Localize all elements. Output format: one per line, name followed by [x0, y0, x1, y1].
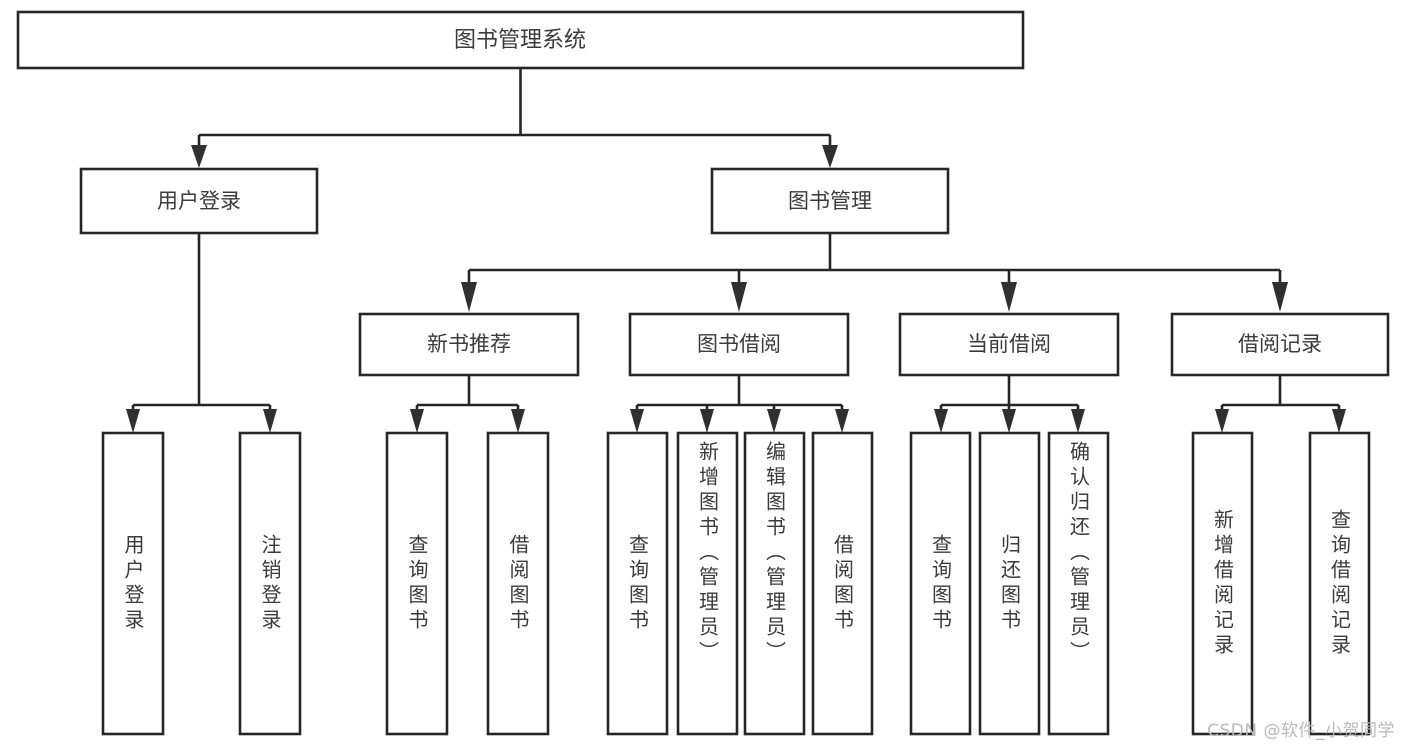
arrow-leaf-query-book-3 [934, 409, 948, 433]
arrow-leaf-add-book [700, 409, 714, 433]
connector-newbook-to-leaves [410, 375, 525, 433]
node-book-borrow[interactable]: 图书借阅 [628, 312, 850, 377]
leaf-box-add-record[interactable] [1191, 431, 1254, 736]
node-current-borrow[interactable]: 当前借阅 [898, 312, 1120, 377]
node-root-book-management-system[interactable]: 图书管理系统 [16, 10, 1025, 70]
leaf-box-user-login[interactable] [101, 431, 165, 736]
arrow-to-book-borrow [731, 282, 747, 312]
leaf-box-return-book[interactable] [978, 431, 1041, 736]
leaf-box-add-book[interactable] [676, 431, 739, 736]
node-borrow-record[interactable]: 借阅记录 [1170, 312, 1390, 377]
leaf-box-query-book-3[interactable] [909, 431, 972, 736]
arrow-leaf-return-book [1002, 409, 1016, 433]
connector-bookborrow-to-leaves [630, 375, 849, 433]
leaf-box-borrow-book-2[interactable] [811, 431, 874, 736]
arrow-leaf-borrow-book-2 [835, 409, 849, 433]
connector-bookmanage-to-level3 [461, 233, 1288, 312]
arrow-leaf-borrow-book-1 [511, 409, 525, 433]
arrow-leaf-logout [263, 409, 277, 433]
node-book-borrow-label: 图书借阅 [697, 332, 781, 356]
leaf-box-query-book-2[interactable] [606, 431, 669, 736]
arrow-to-book-manage [822, 145, 838, 168]
arrow-to-new-book [461, 282, 477, 312]
arrow-leaf-user-login [126, 409, 140, 433]
node-new-book-recommend[interactable]: 新书推荐 [358, 312, 580, 377]
leaf-box-query-book-1[interactable] [385, 431, 449, 736]
node-borrow-record-label: 借阅记录 [1238, 332, 1322, 356]
connector-currentborrow-to-leaves [934, 375, 1085, 433]
arrow-leaf-query-record [1332, 409, 1346, 433]
arrow-to-borrow-record [1272, 282, 1288, 312]
connector-root-to-level2 [191, 68, 838, 168]
arrow-leaf-edit-book [767, 409, 781, 433]
arrow-leaf-confirm-return [1071, 409, 1085, 433]
node-new-book-recommend-label: 新书推荐 [427, 332, 511, 356]
arrow-leaf-add-record [1215, 409, 1229, 433]
connector-borrowrecord-to-leaves [1215, 375, 1346, 433]
leaf-box-borrow-book-1[interactable] [486, 431, 550, 736]
arrow-to-user-login [191, 145, 207, 168]
arrow-leaf-query-book-2 [630, 409, 644, 433]
connector-userlogin-to-leaves [126, 233, 277, 433]
arrow-leaf-query-book-1 [410, 409, 424, 433]
node-user-login-label: 用户登录 [157, 189, 241, 213]
csdn-watermark: CSDN @软件_小贺同学 [1207, 721, 1395, 741]
node-current-borrow-label: 当前借阅 [967, 332, 1051, 356]
leaf-box-query-record[interactable] [1308, 431, 1371, 736]
node-book-management[interactable]: 图书管理 [710, 167, 950, 235]
node-book-management-label: 图书管理 [788, 189, 872, 213]
leaf-box-logout[interactable] [238, 431, 302, 736]
arrow-to-current-borrow [1001, 282, 1017, 312]
node-user-login[interactable]: 用户登录 [79, 167, 319, 235]
leaf-box-confirm-return[interactable] [1047, 431, 1110, 736]
leaf-box-edit-book[interactable] [743, 431, 806, 736]
node-root-label: 图书管理系统 [454, 28, 586, 53]
